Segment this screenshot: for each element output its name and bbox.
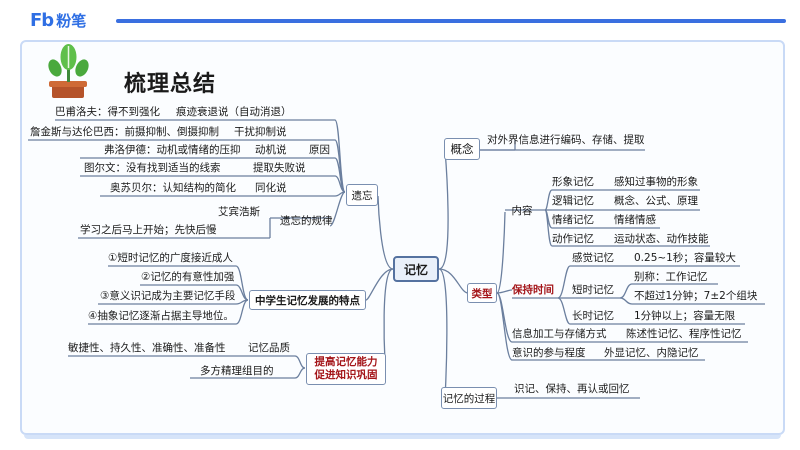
dev-item: ②记忆的有意性加强 [141,271,235,283]
dev-item: ④抽象记忆逐渐占据主导地位。 [88,310,234,322]
improve-method: 多方精理组目的 [200,365,274,377]
short-alias: 别称：工作记忆 [634,271,708,283]
sensory-desc: 0.25~1秒；容量较大 [634,252,736,264]
node-process: 记忆的过程 [441,387,497,409]
center-node: 记忆 [393,256,439,282]
long-desc: 1分钟以上；容量无限 [634,310,736,322]
node-concept: 概念 [444,138,480,160]
node-dev: 中学生记忆发展的特点 [249,290,366,310]
content-item-name: 逻辑记忆 [552,195,594,207]
theory-who: 弗洛伊德：动机或情绪的压抑 [104,144,241,156]
content-item-desc: 运动状态、动作技能 [614,233,709,245]
duration-label: 保持时间 [512,284,554,296]
long-name: 长时记忆 [572,310,614,322]
theory-name: 同化说 [255,182,287,194]
content-item-name: 情绪记忆 [552,214,594,226]
improve-label-2: 促进知识巩固 [314,369,378,381]
forget-rule-label: 遗忘的规律 [280,215,333,227]
theory-name: 干扰抑制说 [234,126,287,138]
theory-name: 提取失败说 [253,162,306,174]
forget-reasons-label: 原因 [309,144,330,156]
content-item-desc: 概念、公式、原理 [614,195,698,207]
content-item-name: 动作记忆 [552,233,594,245]
theory-who: 图尔文：没有找到适当的线索 [84,162,221,174]
concept-text: 对外界信息进行编码、存储、提取 [487,134,645,146]
short-spec: 不超过1分钟；7±2个组块 [634,290,758,302]
improve-label-1: 提高记忆能力 [314,356,378,368]
plant-icon [48,44,89,98]
header-accent-bar [116,19,786,23]
short-name: 短时记忆 [572,284,614,296]
process-text: 识记、保持、再认或回忆 [514,383,630,395]
brand-logo: Fb 粉笔 [30,10,86,31]
theory-name: 动机说 [255,144,287,156]
processing-desc: 陈述性记忆、程序性记忆 [626,328,742,340]
node-forget: 遗忘 [346,184,378,206]
page-title: 梳理总结 [124,72,217,97]
brand-logo-mark: Fb [30,10,54,31]
content-item-name: 形象记忆 [552,176,594,188]
quality-label: 记忆品质 [248,342,290,354]
awareness-name: 意识的参与程度 [512,347,586,359]
theory-who: 詹金斯与达伦巴西：前摄抑制、倒摄抑制 [30,126,219,138]
content-item-desc: 情绪情感 [614,214,656,226]
brand-logo-text: 粉笔 [56,12,87,30]
theory-name: 痕迹衰退说（自动消退） [176,106,292,118]
frame-shadow [24,435,781,439]
node-content: 内容 [511,204,533,217]
node-types: 类型 [467,283,497,303]
dev-item: ①短时记忆的广度接近成人 [108,252,233,264]
forget-rule-person: 艾宾浩斯 [218,206,260,218]
theory-who: 巴甫洛夫：得不到强化 [55,106,160,118]
quality-text: 敏捷性、持久性、准确性、准备性 [68,342,226,354]
content-item-desc: 感知过事物的形象 [614,176,698,188]
dev-item: ③意义识记成为主要记忆手段 [100,290,236,302]
theory-who: 奥苏贝尔：认知结构的简化 [110,182,236,194]
node-improve: 提高记忆能力 促进知识巩固 [306,353,386,385]
sensory-name: 感觉记忆 [572,252,614,264]
processing-name: 信息加工与存储方式 [512,328,607,340]
awareness-desc: 外显记忆、内隐记忆 [604,347,699,359]
forget-rule-text: 学习之后马上开始；先快后慢 [80,224,217,236]
